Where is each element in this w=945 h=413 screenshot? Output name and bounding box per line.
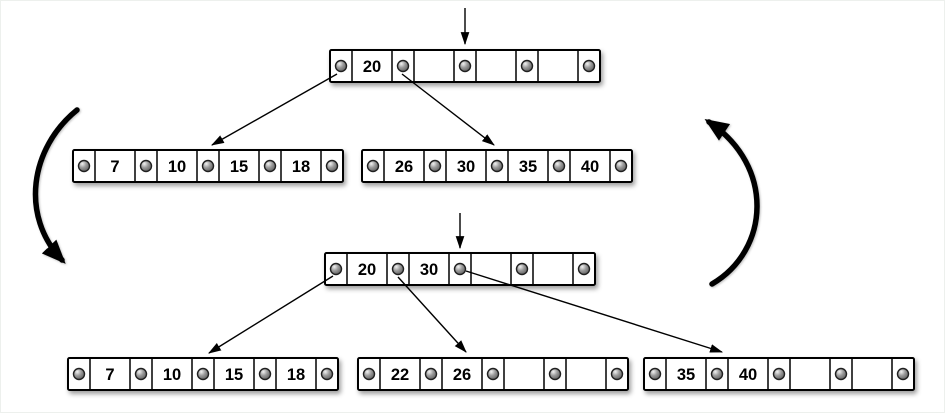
pointer-dot: [490, 159, 504, 173]
key-value: 35: [677, 366, 695, 384]
pointer-dot: [334, 59, 348, 73]
after-root-p3-to-right-child-arrow: [465, 270, 724, 353]
pointer-dot: [366, 159, 380, 173]
pointer-dot: [196, 367, 210, 381]
before-root-p2-to-right-child-arrow: [401, 73, 495, 146]
pointer-dot: [486, 367, 500, 381]
pointer-dot: [548, 367, 562, 381]
pointer-dot: [515, 262, 529, 276]
before-root-p1-to-left-child-arrow: [211, 73, 338, 146]
btree-node-before-left-child: 7 10 15 18: [72, 149, 344, 183]
pointer-dot: [614, 159, 628, 173]
pointer-dot: [139, 159, 153, 173]
pointer-dot: [362, 367, 376, 381]
key-value: 18: [287, 366, 305, 384]
pointer-dot: [834, 367, 848, 381]
pointer-dot: [648, 367, 662, 381]
pointer-dot: [72, 367, 86, 381]
key-value: 30: [457, 158, 475, 176]
pointer-dot: [582, 59, 596, 73]
pointer-dot: [772, 367, 786, 381]
pointer-dot: [610, 367, 624, 381]
key-value: 10: [168, 158, 186, 176]
pointer-dot: [428, 159, 442, 173]
pointer-dot: [710, 367, 724, 381]
key-value: 18: [292, 158, 310, 176]
key-value: 7: [110, 158, 119, 176]
pointer-dot: [325, 159, 339, 173]
pointer-dot: [520, 59, 534, 73]
after-root-p2-to-middle-child-arrow: [397, 276, 467, 353]
key-value: 30: [420, 261, 438, 279]
pointer-dot: [396, 59, 410, 73]
arrows-layer: [32, 8, 760, 354]
btree-node-after-middle-child: 22 26: [357, 357, 629, 391]
key-value: 7: [105, 366, 114, 384]
key-value: 15: [230, 158, 248, 176]
pointer-dot: [320, 367, 334, 381]
btree-node-before-root: 20: [329, 49, 601, 83]
pointer-dot: [424, 367, 438, 381]
pointer-dot: [329, 262, 343, 276]
pointer-dot: [552, 159, 566, 173]
pointer-dot: [263, 159, 277, 173]
btree-node-after-right-child: 35 40: [643, 357, 915, 391]
key-value: 15: [225, 366, 243, 384]
pointer-dot: [453, 262, 467, 276]
key-value: 26: [453, 366, 471, 384]
key-value: 40: [739, 366, 757, 384]
after-root-p1-to-left-child-arrow: [208, 275, 334, 354]
key-value: 20: [363, 58, 381, 76]
key-value: 22: [391, 366, 409, 384]
key-value: 35: [519, 158, 537, 176]
key-value: 40: [581, 158, 599, 176]
key-value: 26: [395, 158, 413, 176]
pointer-dot: [577, 262, 591, 276]
pointer-dot: [134, 367, 148, 381]
transition-arrow-up-icon: [704, 119, 760, 287]
btree-node-after-left-child: 7 10 15 18: [67, 357, 339, 391]
transition-arrow-down-icon: [32, 107, 80, 264]
pointer-dot: [391, 262, 405, 276]
pointer-dot: [258, 367, 272, 381]
btree-node-before-right-child: 26 30 35 40: [361, 149, 633, 183]
pointer-dot: [896, 367, 910, 381]
pointer-dot: [77, 159, 91, 173]
pointer-dot: [201, 159, 215, 173]
pointer-dot: [458, 59, 472, 73]
key-value: 10: [163, 366, 181, 384]
key-value: 20: [358, 261, 376, 279]
